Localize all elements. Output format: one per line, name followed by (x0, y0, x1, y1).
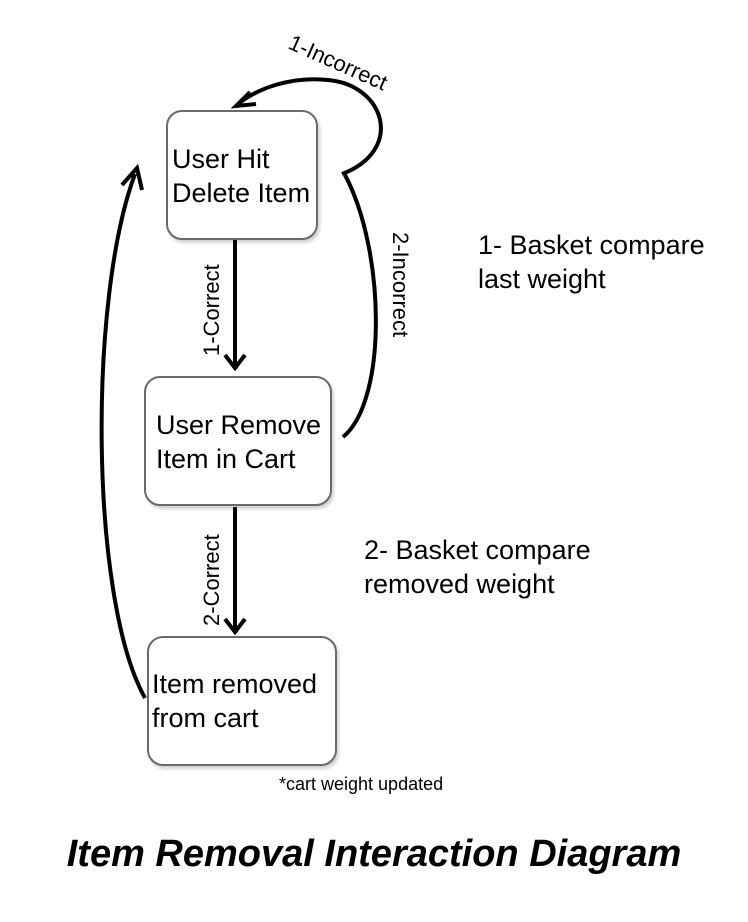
self-loop-label: 1-Incorrect (285, 30, 391, 96)
node-user-hit-delete-item-label: User Hit Delete Item (172, 142, 310, 210)
return-loop-arrow (99, 173, 147, 699)
node-user-remove-item-in-cart-label: User Remove Item in Cart (156, 408, 321, 476)
self-loop-arrow (236, 77, 383, 176)
node-item-removed-from-cart-label: Item removed from cart (152, 667, 317, 735)
note-line-2: removed weight (364, 569, 555, 599)
first-correct-arrowhead (223, 353, 247, 372)
node-item-removed-from-cart (147, 636, 337, 766)
second-correct-arrowhead (223, 617, 247, 636)
note-line-1: 2- Basket compare (364, 535, 591, 565)
node-line-2: Delete Item (172, 178, 311, 208)
second-incorrect-label: 2-Incorrect (388, 232, 413, 337)
first-correct-label: 1-Correct (199, 264, 224, 356)
node-line-2: Item in Cart (156, 444, 296, 474)
note-line-1: 1- Basket compare (478, 230, 705, 260)
node-line-2: from cart (152, 703, 259, 733)
note-line-2: last weight (478, 264, 606, 294)
node-line-1: User Hit (172, 144, 270, 174)
self-loop-arrowhead (230, 90, 257, 109)
note-step-2: 2- Basket compare removed weight (364, 533, 591, 601)
return-loop-arrowhead (120, 163, 144, 191)
node-line-1: Item removed (152, 669, 318, 699)
second-correct-label: 2-Correct (199, 534, 224, 626)
node-user-hit-delete-item (166, 110, 318, 240)
diagram-title: Item Removal Interaction Diagram (66, 833, 682, 875)
node-line-1: User Remove (156, 410, 322, 440)
note-step-1: 1- Basket compare last weight (478, 228, 705, 296)
cart-weight-note: *cart weight updated (279, 774, 444, 794)
node-user-remove-item-in-cart (144, 376, 332, 506)
second-incorrect-arrow (341, 174, 378, 439)
